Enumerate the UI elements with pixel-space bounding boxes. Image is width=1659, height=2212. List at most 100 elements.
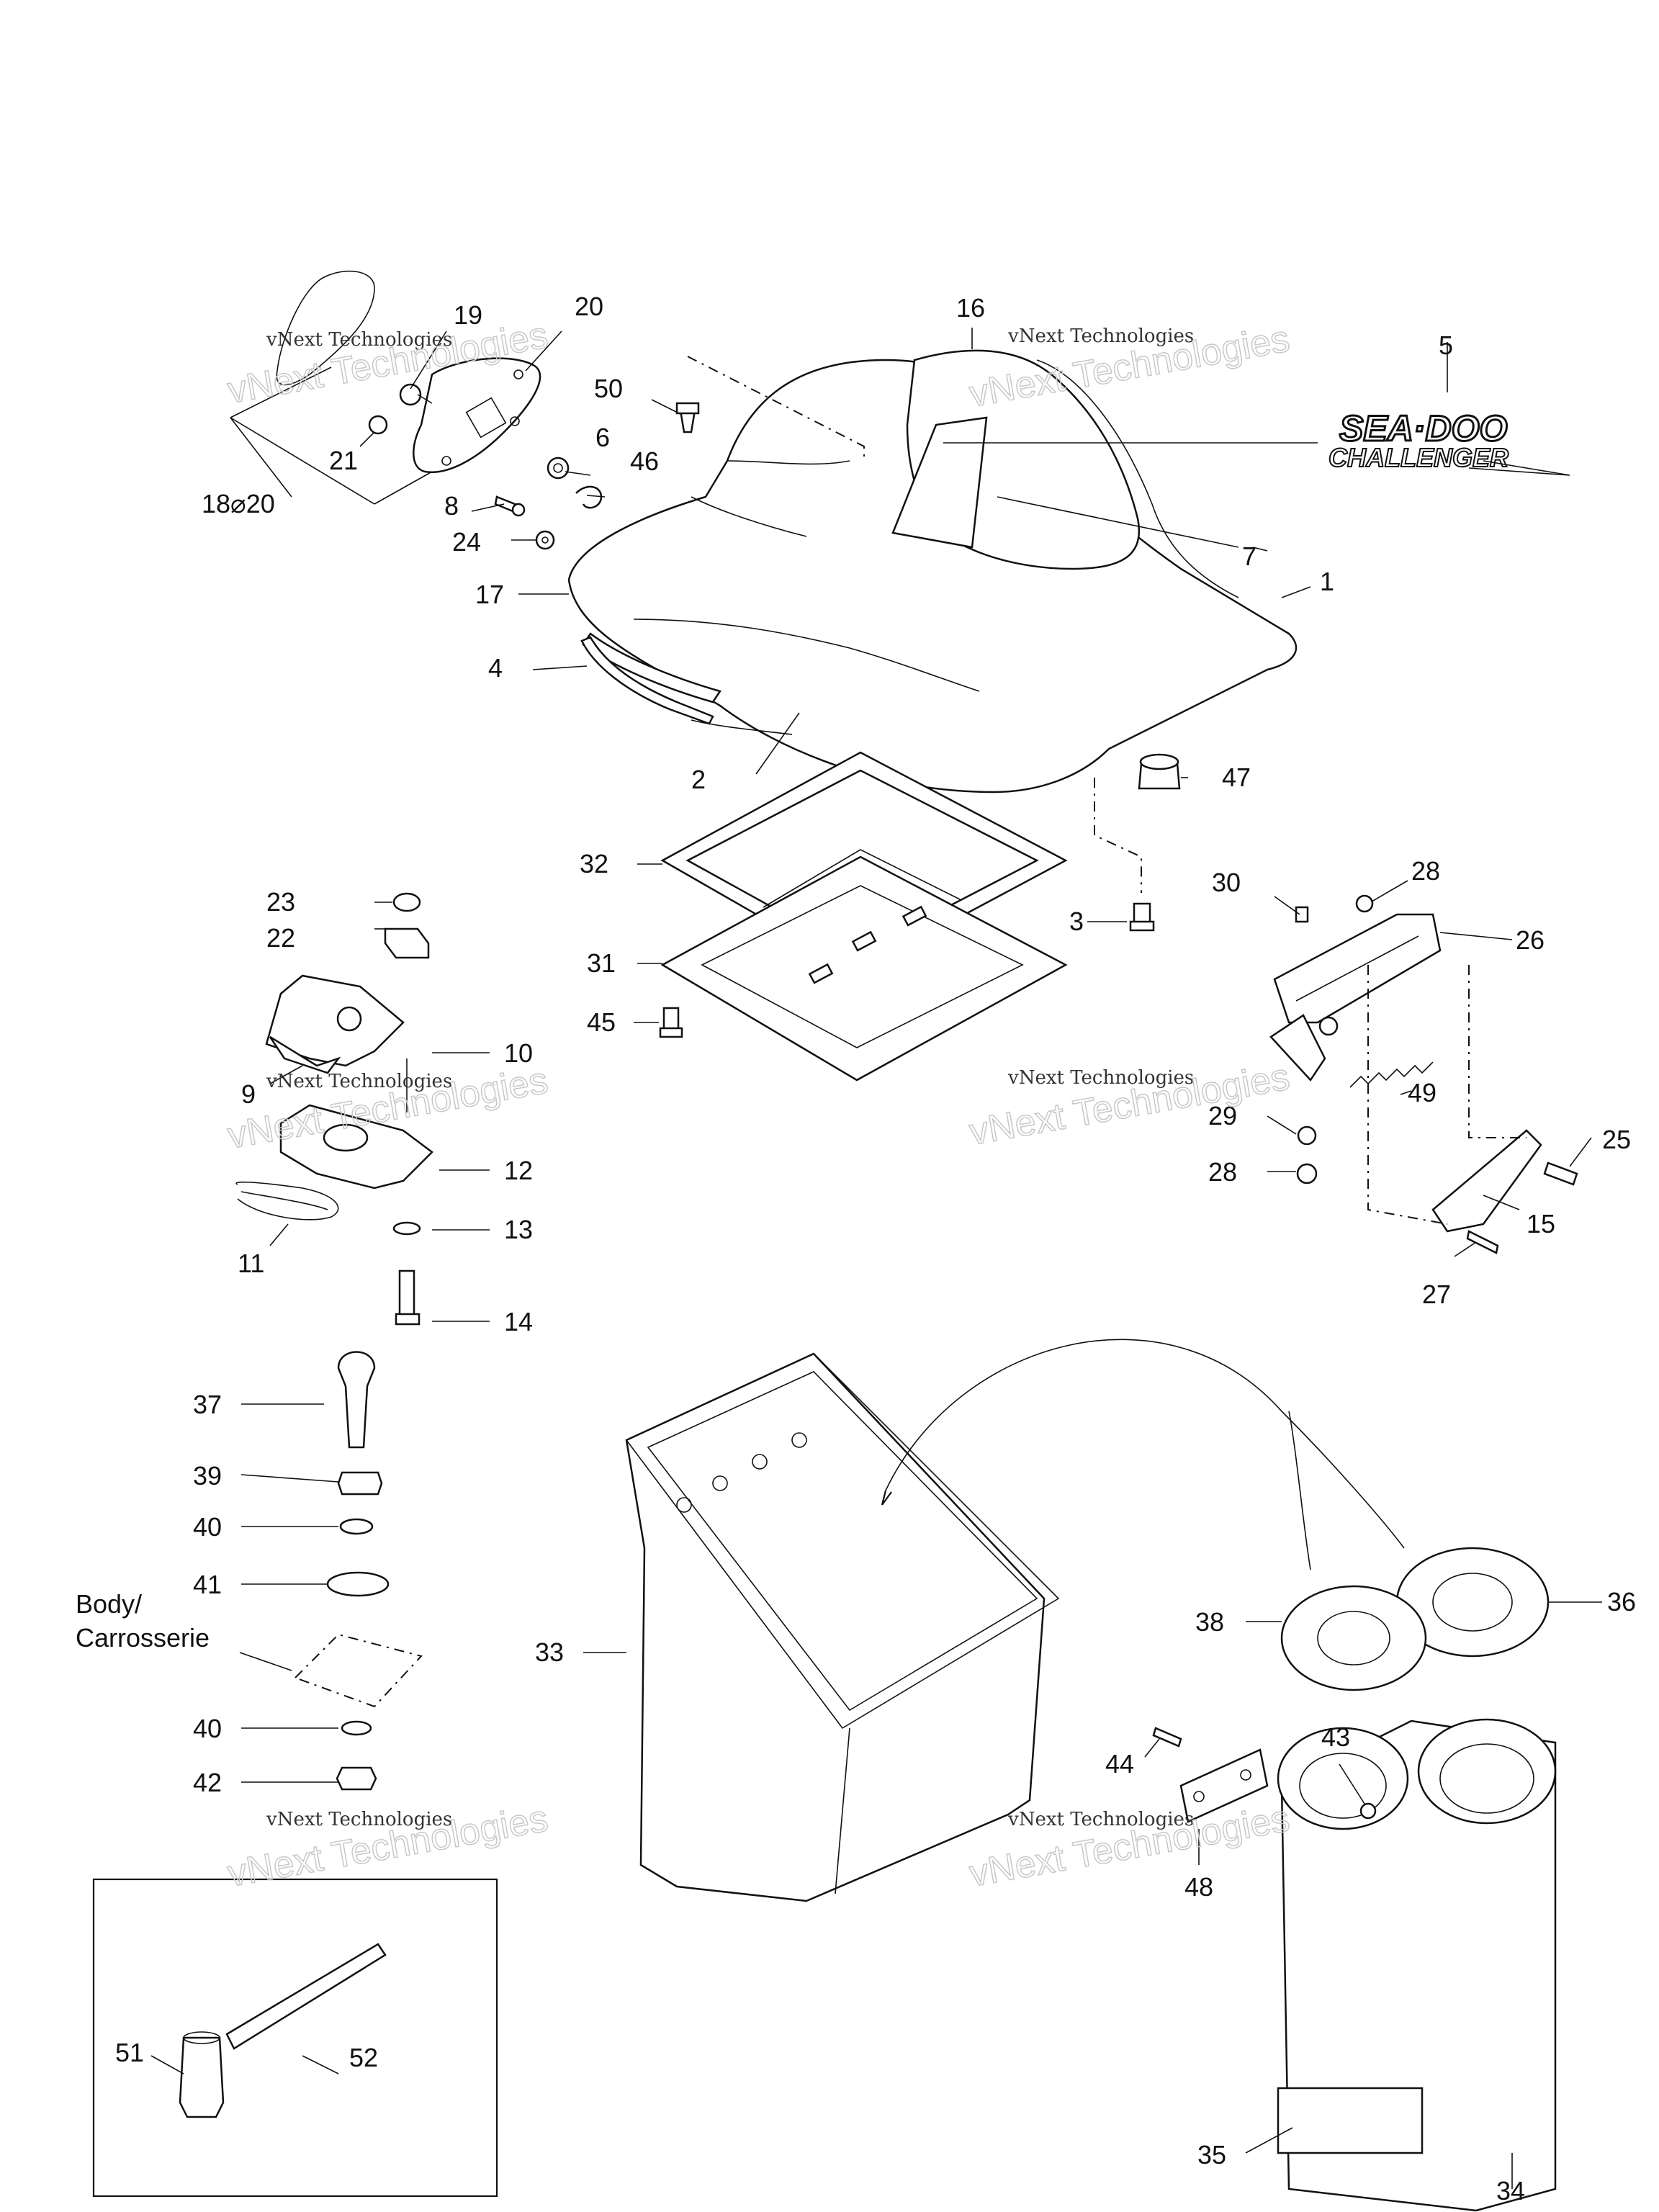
label-28a: 28 bbox=[1411, 856, 1440, 886]
label-40a: 40 bbox=[193, 1512, 222, 1542]
label-43: 43 bbox=[1321, 1722, 1350, 1752]
label-5: 5 bbox=[1439, 331, 1453, 360]
washer-29 bbox=[1297, 1125, 1317, 1146]
mount-hardware bbox=[294, 1351, 423, 1791]
rivet-44 bbox=[1152, 1727, 1182, 1748]
label-35: 35 bbox=[1197, 2140, 1226, 2170]
washer-40a bbox=[339, 1518, 374, 1535]
label-49: 49 bbox=[1408, 1078, 1437, 1107]
label-24: 24 bbox=[452, 527, 481, 557]
label-6: 6 bbox=[595, 423, 610, 452]
label-26: 26 bbox=[1516, 925, 1545, 955]
label-44: 44 bbox=[1105, 1749, 1134, 1779]
leader-lines bbox=[150, 328, 1602, 2189]
bracket-15 bbox=[1431, 1129, 1542, 1233]
washer-13 bbox=[392, 1221, 421, 1236]
clip-46 bbox=[575, 485, 603, 509]
bolt-37 bbox=[337, 1351, 376, 1449]
cup-holders bbox=[1152, 1547, 1557, 2212]
storage-bin bbox=[625, 1339, 1405, 1902]
label-30: 30 bbox=[1212, 868, 1241, 897]
label-23: 23 bbox=[266, 887, 295, 917]
label-39: 39 bbox=[193, 1461, 222, 1491]
logo-brand: SEA·DOO bbox=[1339, 408, 1507, 449]
wrench-51 bbox=[179, 2036, 225, 2118]
bolt-14 bbox=[398, 1269, 415, 1319]
watermark-small-1: vNext Technologies bbox=[266, 329, 452, 351]
latch-assembly bbox=[235, 892, 433, 1326]
label-2: 2 bbox=[691, 765, 706, 794]
nut-6 bbox=[547, 457, 570, 480]
latch-cable bbox=[235, 1181, 339, 1220]
watermark-small-4: vNext Technologies bbox=[1007, 1067, 1194, 1089]
label-20: 20 bbox=[575, 292, 603, 321]
nut-39 bbox=[337, 1471, 383, 1496]
label-51: 51 bbox=[115, 2038, 144, 2067]
gasket-31 bbox=[660, 855, 1068, 1082]
part-labels: 1 2 3 4 5 6 7 8 9 10 11 12 13 14 15 16 1… bbox=[115, 292, 1636, 2206]
mirror-knob bbox=[399, 383, 422, 406]
label-34: 34 bbox=[1496, 2176, 1525, 2206]
label-17: 17 bbox=[475, 580, 504, 609]
rod-52 bbox=[225, 1943, 387, 2050]
block-22 bbox=[384, 927, 430, 959]
seat-seal bbox=[580, 636, 714, 725]
label-27: 27 bbox=[1422, 1280, 1451, 1309]
tool-kit bbox=[92, 1878, 498, 2198]
bolt-30 bbox=[1295, 906, 1309, 923]
label-45: 45 bbox=[587, 1007, 616, 1037]
logo-decal bbox=[891, 416, 988, 549]
mirror-assembly bbox=[230, 270, 541, 505]
bin-body bbox=[625, 1352, 1046, 1902]
watermark-small-6: vNext Technologies bbox=[1007, 1809, 1194, 1830]
body-label-line2: Carrosserie bbox=[76, 1623, 210, 1653]
watermarks: vNext Technologies vNext Technologies vN… bbox=[224, 314, 1293, 1896]
label-46: 46 bbox=[630, 446, 659, 476]
washer-41 bbox=[326, 1571, 390, 1597]
hinge-assembly bbox=[1269, 894, 1578, 1254]
nut-28a bbox=[1355, 894, 1374, 913]
nut-23 bbox=[392, 892, 421, 912]
bolt-25 bbox=[1543, 1161, 1578, 1186]
label-12: 12 bbox=[504, 1156, 533, 1185]
latch-hook bbox=[269, 1035, 341, 1074]
label-11: 11 bbox=[238, 1249, 264, 1278]
label-38: 38 bbox=[1195, 1607, 1224, 1637]
label-19: 19 bbox=[454, 300, 482, 330]
label-47: 47 bbox=[1222, 763, 1251, 792]
watermark-small-5: vNext Technologies bbox=[266, 1809, 452, 1830]
label-18: 18⌀20 bbox=[202, 489, 275, 518]
tool-kit-frame bbox=[92, 1878, 498, 2198]
label-21: 21 bbox=[329, 446, 358, 475]
label-36: 36 bbox=[1607, 1587, 1636, 1617]
watermark-small-3: vNext Technologies bbox=[266, 1071, 452, 1092]
bracket-35 bbox=[1277, 2087, 1424, 2154]
label-22: 22 bbox=[266, 923, 295, 953]
mirror-base-plate bbox=[413, 357, 541, 473]
seat-fasteners bbox=[494, 402, 1181, 932]
label-16: 16 bbox=[956, 293, 985, 323]
label-50: 50 bbox=[594, 374, 623, 403]
label-52: 52 bbox=[349, 2043, 378, 2072]
label-14: 14 bbox=[504, 1307, 533, 1336]
mirror-glass bbox=[276, 270, 375, 386]
label-48: 48 bbox=[1184, 1872, 1213, 1902]
lid-38 bbox=[1280, 1585, 1427, 1691]
label-33: 33 bbox=[535, 1637, 564, 1667]
body-label-line1: Body/ bbox=[76, 1589, 142, 1619]
label-32: 32 bbox=[580, 849, 608, 878]
sea-doo-challenger-logo: SEA·DOO CHALLENGER bbox=[1328, 408, 1570, 476]
label-41: 41 bbox=[193, 1570, 222, 1599]
rivet-27 bbox=[1466, 1230, 1499, 1254]
label-15: 15 bbox=[1527, 1209, 1555, 1238]
spring-49 bbox=[1349, 1061, 1434, 1088]
logo-model: CHALLENGER bbox=[1328, 443, 1509, 472]
mirror-spring bbox=[368, 415, 388, 435]
label-28b: 28 bbox=[1208, 1157, 1237, 1187]
gasket-frames bbox=[659, 751, 1068, 1082]
label-10: 10 bbox=[504, 1038, 533, 1068]
label-8: 8 bbox=[444, 491, 459, 521]
label-40b: 40 bbox=[193, 1714, 222, 1743]
label-1: 1 bbox=[1320, 567, 1334, 596]
